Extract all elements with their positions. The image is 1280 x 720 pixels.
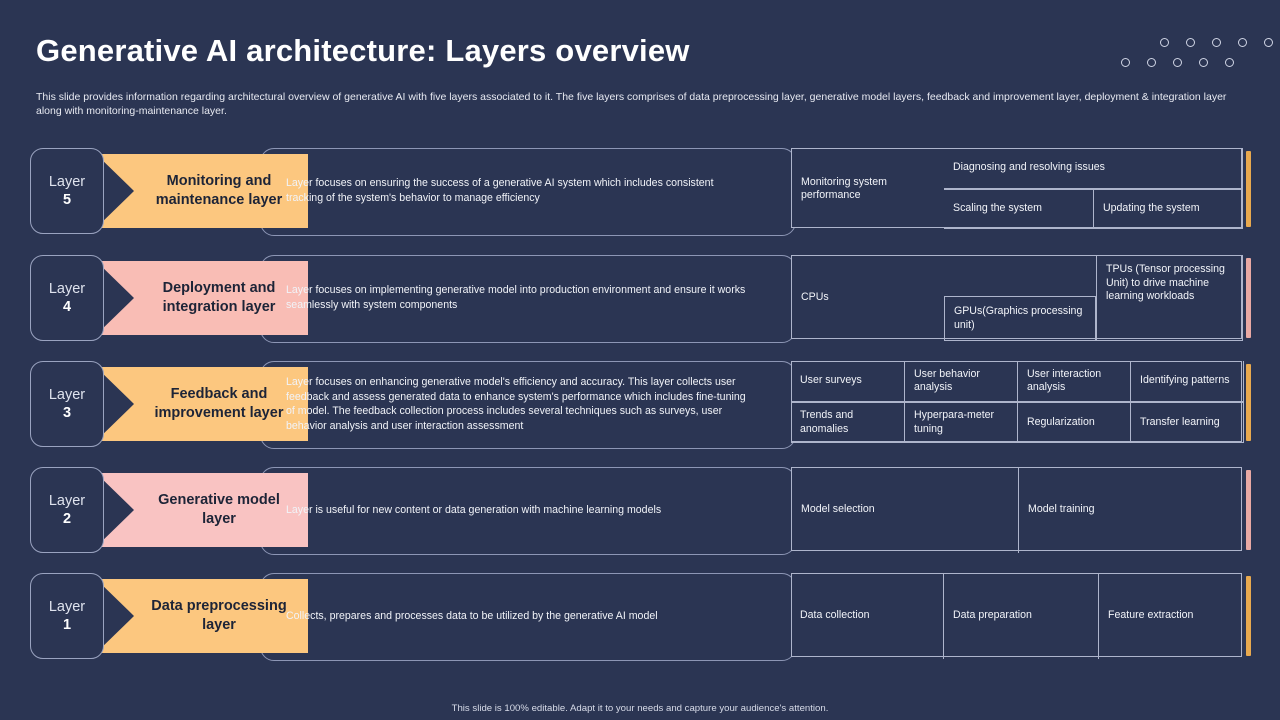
table-cell[interactable]: GPUs(Graphics processing unit) (944, 296, 1096, 341)
table-cell[interactable]: Transfer learning (1131, 402, 1244, 443)
cell-label: User behavior analysis (914, 367, 980, 394)
cell-label: Monitoring system performance (801, 175, 887, 202)
circle-outline-icon (1212, 38, 1221, 47)
layer-tag-number-3: 3 (62, 405, 72, 421)
layer-description-2: Layer is useful for new content or data … (286, 504, 662, 516)
cell-label: TPUs (Tensor processing Unit) to drive m… (1106, 263, 1225, 302)
cell-label: User interaction analysis (1027, 367, 1102, 394)
layer-tag-1[interactable]: Layer 1 (30, 573, 104, 659)
table-cell[interactable]: Model training (1018, 467, 1244, 553)
table-cell[interactable]: Identifying patterns (1131, 361, 1244, 402)
layer-tag-label-4: Layer (48, 281, 86, 297)
layer-description-4: Layer focuses on implementing generative… (286, 284, 746, 311)
cell-label: GPUs(Graphics processing unit) (954, 305, 1083, 331)
circle-outline-icon (1264, 38, 1273, 47)
layer-band-title-5: Monitoring and maintenance layer (155, 173, 283, 208)
table-cell[interactable]: TPUs (Tensor processing Unit) to drive m… (1096, 255, 1243, 341)
cell-label: Updating the system (1103, 202, 1200, 215)
layer-tag-4[interactable]: Layer 4 (30, 255, 104, 341)
layer-band-title-4: Deployment and integration layer (162, 280, 276, 315)
cell-label: Regularization (1027, 415, 1095, 428)
circle-outline-icon (1160, 38, 1169, 47)
table-cell[interactable]: Trends and anomalies (791, 402, 905, 443)
footer-note: This slide is 100% editable. Adapt it to… (451, 703, 829, 714)
layer-tag-number-2: 2 (62, 511, 72, 527)
layer-band-title-1: Data preprocessing layer (151, 598, 287, 633)
circle-outline-icon (1173, 58, 1182, 67)
accent-bar-2 (1246, 470, 1251, 550)
layer-tag-number-1: 1 (62, 617, 72, 633)
layer-tag-label-1: Layer (48, 599, 86, 615)
layer-description-box-4 (260, 255, 796, 343)
table-cell[interactable]: Monitoring system performance (792, 149, 944, 229)
layer-band-4[interactable]: Deployment and integration layer (96, 261, 308, 335)
page-subtitle: This slide provides information regardin… (36, 91, 1227, 117)
table-cell[interactable]: CPUs (792, 256, 944, 340)
layer-description-3: Layer focuses on enhancing generative mo… (286, 376, 746, 432)
layer-tag-2[interactable]: Layer 2 (30, 467, 104, 553)
layer-table-5: Monitoring system performance Diagnosing… (791, 148, 1243, 229)
decorative-dots (1106, 33, 1273, 77)
cell-label: Diagnosing and resolving issues (953, 161, 1105, 174)
cell-label: Feature extraction (1108, 609, 1194, 622)
circle-outline-icon (1186, 38, 1195, 47)
circle-outline-icon (1147, 58, 1156, 67)
layer-band-2[interactable]: Generative model layer (96, 473, 308, 547)
table-cell[interactable]: Feature extraction (1099, 573, 1244, 659)
layer-tag-label-5: Layer (48, 174, 86, 190)
cell-label: Transfer learning (1140, 415, 1220, 428)
cell-label: CPUs (801, 291, 829, 304)
layer-description-5: Layer focuses on ensuring the success of… (286, 177, 714, 204)
table-cell[interactable]: Hyperpara-meter tuning (905, 402, 1018, 443)
layer-band-5[interactable]: Monitoring and maintenance layer (96, 154, 308, 228)
accent-bar-5 (1246, 151, 1251, 227)
layer-table-3: User surveys User behavior analysis User… (791, 361, 1244, 443)
layer-tag-5[interactable]: Layer 5 (30, 148, 104, 234)
table-cell[interactable]: User interaction analysis (1018, 361, 1131, 402)
table-cell[interactable]: Updating the system (1094, 189, 1243, 229)
cell-label: Data preparation (953, 609, 1032, 622)
cell-label: Identifying patterns (1140, 374, 1230, 387)
table-cell[interactable]: Regularization (1018, 402, 1131, 443)
layer-description-box-5 (260, 148, 796, 236)
cell-label: Hyperpara-meter tuning (914, 409, 995, 435)
circle-outline-icon (1238, 38, 1247, 47)
layer-band-title-2: Generative model layer (158, 492, 280, 527)
layer-table-2: Model selection Model training (791, 467, 1244, 553)
accent-bar-1 (1246, 576, 1251, 656)
layer-description-box-2 (260, 467, 796, 555)
table-cell[interactable]: User surveys (791, 361, 905, 402)
layer-table-4: CPUs GPUs(Graphics processing unit) TPUs… (791, 255, 1243, 341)
page-title: Generative AI architecture: Layers overv… (36, 33, 690, 68)
table-cell[interactable]: Model selection (792, 468, 1018, 552)
accent-bar-3 (1246, 364, 1251, 441)
layer-tag-label-3: Layer (48, 387, 86, 403)
cell-label: Data collection (800, 609, 870, 622)
layer-tag-number-5: 5 (62, 192, 72, 208)
circle-outline-icon (1225, 58, 1234, 67)
layer-table-1: Data collection Data preparation Feature… (791, 573, 1244, 659)
cell-label: User surveys (800, 374, 862, 387)
table-cell[interactable]: Scaling the system (944, 189, 1094, 229)
table-cell[interactable]: User behavior analysis (905, 361, 1018, 402)
circle-outline-icon (1199, 58, 1208, 67)
circle-outline-icon (1121, 58, 1130, 67)
table-cell[interactable]: Data collection (791, 573, 944, 659)
layer-description-box-1 (260, 573, 796, 661)
layer-tag-number-4: 4 (62, 299, 72, 315)
layer-tag-label-2: Layer (48, 493, 86, 509)
cell-label: Model training (1028, 503, 1095, 516)
layer-tag-3[interactable]: Layer 3 (30, 361, 104, 447)
layer-band-1[interactable]: Data preprocessing layer (96, 579, 308, 653)
layer-description-box-3 (260, 361, 796, 449)
layer-description-1: Collects, prepares and processes data to… (286, 610, 658, 622)
cell-label: Trends and anomalies (800, 409, 854, 435)
cell-label: Scaling the system (953, 202, 1042, 215)
table-cell[interactable]: Diagnosing and resolving issues (944, 148, 1243, 189)
cell-label: Model selection (801, 503, 875, 516)
layer-band-title-3: Feedback and improvement layer (154, 386, 284, 421)
accent-bar-4 (1246, 258, 1251, 338)
table-cell[interactable]: Data preparation (944, 573, 1099, 659)
layer-band-3[interactable]: Feedback and improvement layer (96, 367, 308, 441)
